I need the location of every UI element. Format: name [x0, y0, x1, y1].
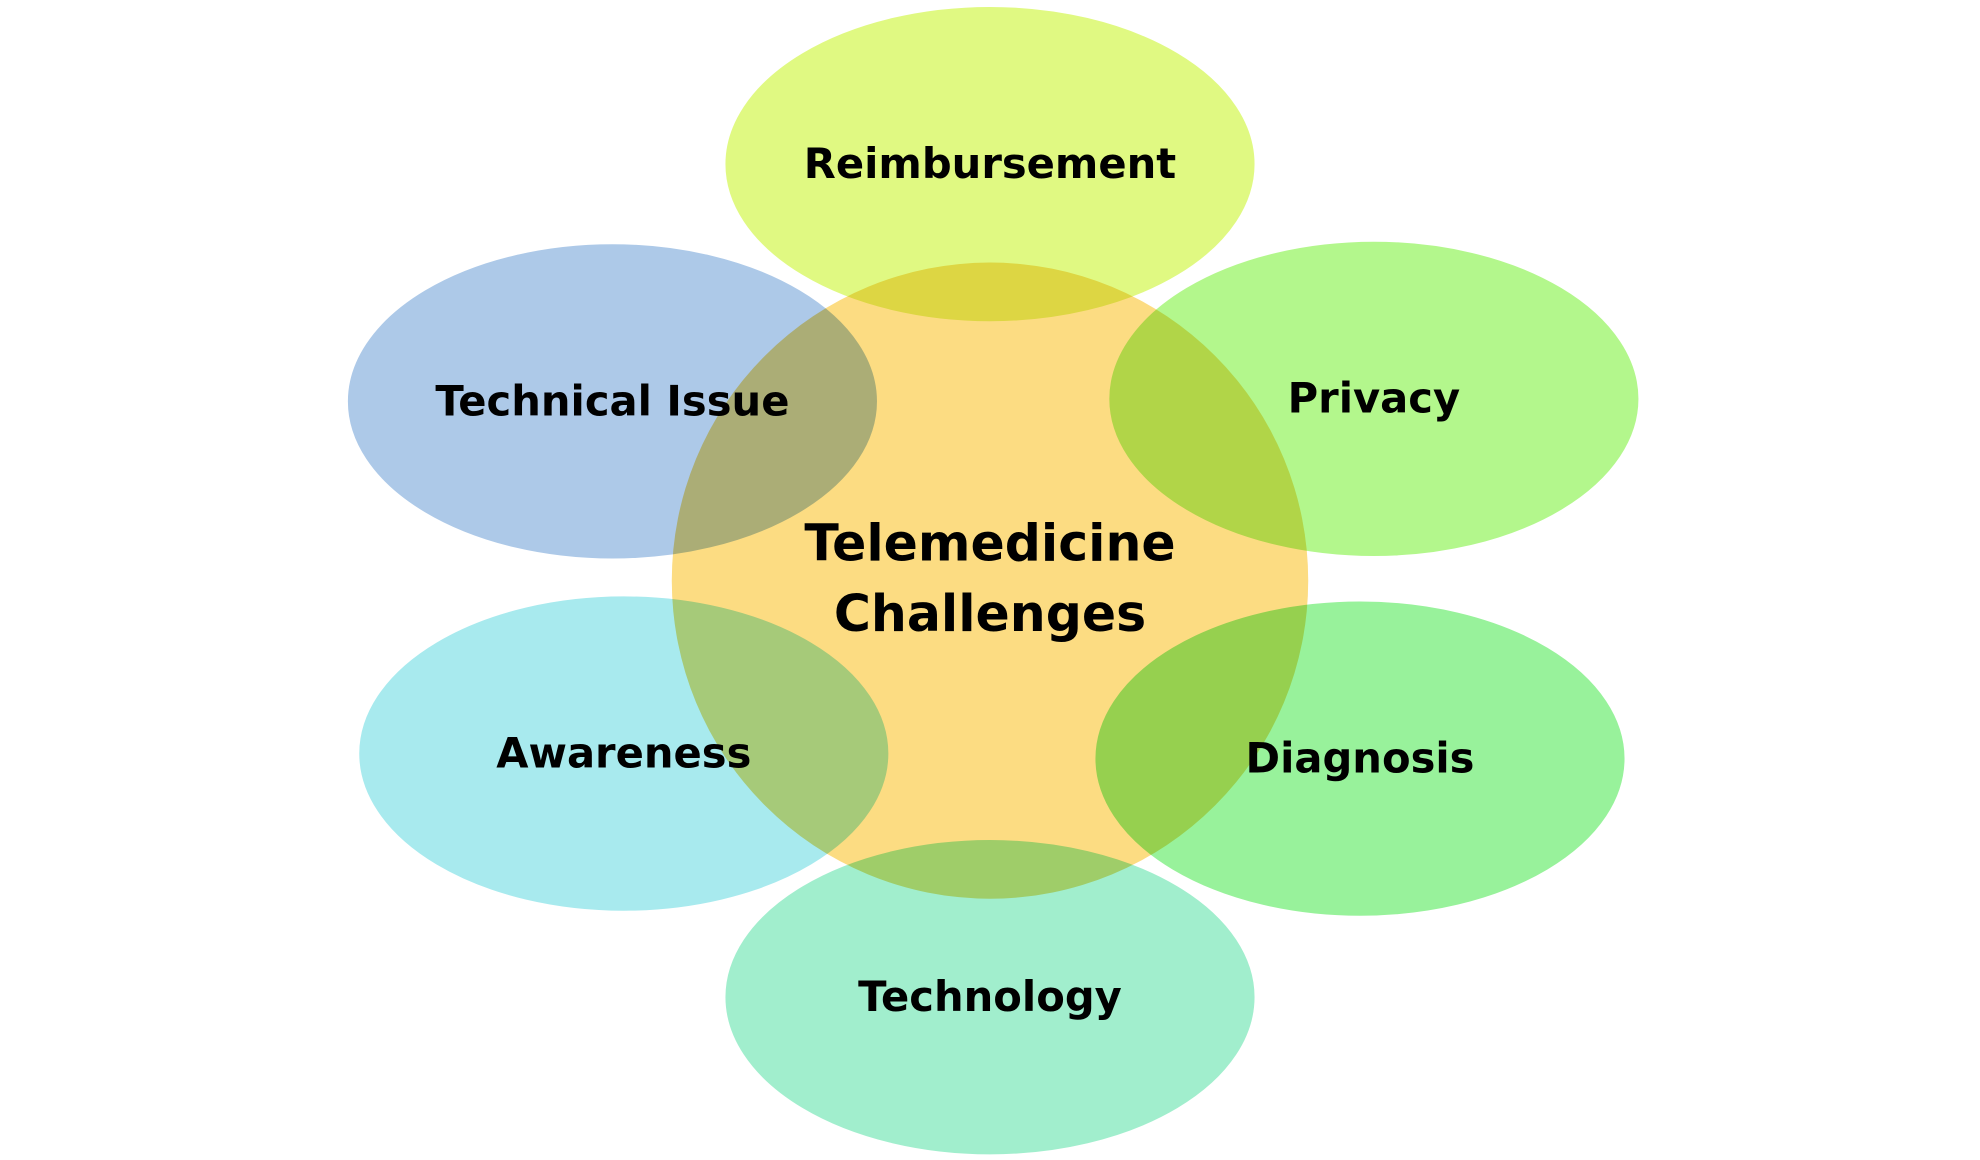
- label-technical-issue: Technical Issue: [435, 376, 789, 425]
- petal-awareness: [355, 592, 893, 915]
- petal-diagnosis: [1091, 597, 1629, 920]
- petal-privacy: [1105, 237, 1643, 560]
- center-title-line1: Telemedicine: [804, 513, 1175, 572]
- label-privacy: Privacy: [1288, 374, 1461, 423]
- label-technology: Technology: [858, 972, 1122, 1021]
- petal-technology: [721, 836, 1259, 1159]
- petal-reimbursement: [721, 3, 1259, 326]
- label-awareness: Awareness: [496, 728, 751, 777]
- petal-technical-issue: [344, 240, 881, 563]
- label-reimbursement: Reimbursement: [804, 139, 1176, 188]
- center-title-line2: Challenges: [834, 584, 1146, 643]
- label-diagnosis: Diagnosis: [1245, 733, 1474, 782]
